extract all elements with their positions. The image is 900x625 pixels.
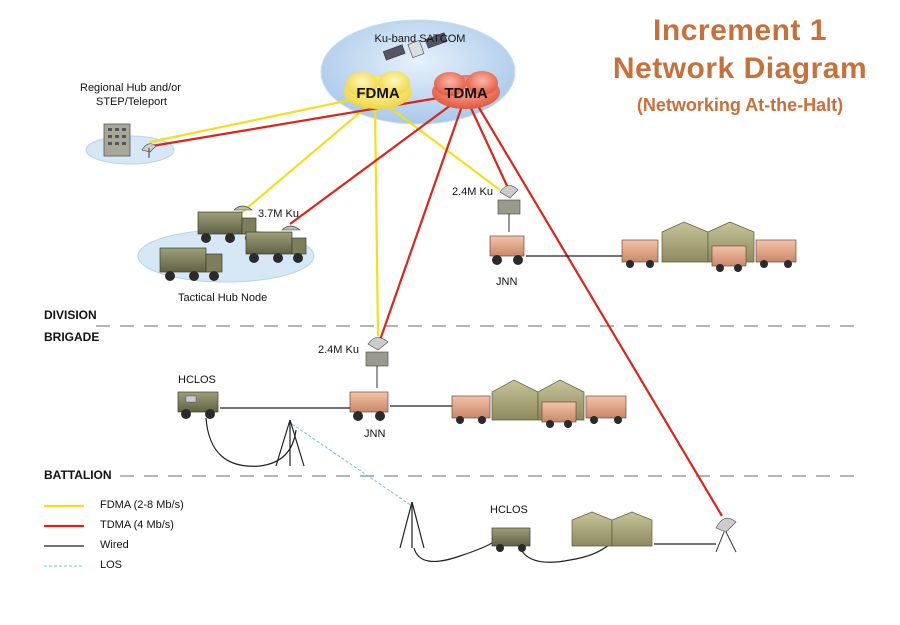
battalion-wired-links — [413, 539, 716, 563]
tactical-hub-label: Tactical Hub Node — [178, 292, 268, 304]
los-link — [291, 423, 413, 507]
satcom-label: Ku-band SATCOM — [375, 33, 466, 45]
tier-division-label: DIVISION — [44, 308, 97, 322]
battalion-dish-icon — [715, 517, 737, 553]
jnn-brigade-dish-label: 2.4M Ku — [318, 344, 359, 356]
regional-hub-label-1: Regional Hub and/or — [80, 82, 181, 94]
battalion-los-tower-icon — [399, 501, 425, 549]
brigade-wired-links — [205, 405, 452, 467]
hclos-battalion-label: HCLOS — [490, 504, 528, 516]
tdma-cloud — [432, 71, 500, 109]
title-line-1: Increment 1 — [653, 14, 827, 47]
regional-hub-building-icon — [103, 123, 157, 158]
satellite-icon — [382, 32, 448, 61]
jnn-division-dish-label: 2.4M Ku — [452, 186, 493, 198]
brigade-los-tower-icon — [275, 419, 305, 467]
regional-hub-label-2: STEP/Teleport — [96, 96, 167, 108]
jnn-brigade-label: JNN — [364, 428, 386, 440]
jnn-division-icon — [489, 185, 525, 265]
tier-brigade-label: BRIGADE — [44, 330, 100, 344]
brigade-tent-complex-icon — [451, 379, 627, 428]
hclos-brigade-label: HCLOS — [178, 374, 216, 386]
fdma-cloud — [344, 71, 412, 109]
tdma-links — [151, 94, 723, 517]
jnn-brigade-icon — [349, 337, 389, 421]
legend-wired-label: Wired — [100, 539, 129, 551]
title-line-2: Network Diagram — [612, 52, 868, 85]
legend-fdma-label: FDMA (2-8 Mb/s) — [100, 499, 184, 511]
battalion-tent-icon — [571, 511, 653, 547]
hclos-battalion-icon — [491, 527, 531, 552]
fdma-label: FDMA — [356, 85, 399, 102]
legend-los-label: LOS — [100, 559, 123, 571]
fdma-links — [149, 96, 501, 337]
tactical-hub-dish-label: 3.7M Ku — [258, 208, 299, 220]
tier-separators — [96, 325, 858, 477]
hclos-brigade-icon — [177, 391, 219, 419]
jnn-division-label: JNN — [496, 276, 518, 288]
tier-battalion-label: BATTALION — [44, 468, 112, 482]
tactical-hub-truck-icon — [159, 205, 307, 281]
title-subtitle: (Networking At-the-Halt) — [636, 95, 844, 115]
tdma-label: TDMA — [444, 85, 487, 102]
legend-swatches — [44, 504, 84, 567]
legend-tdma-label: TDMA (4 Mb/s) — [100, 519, 174, 531]
division-tent-complex-icon — [526, 221, 797, 272]
